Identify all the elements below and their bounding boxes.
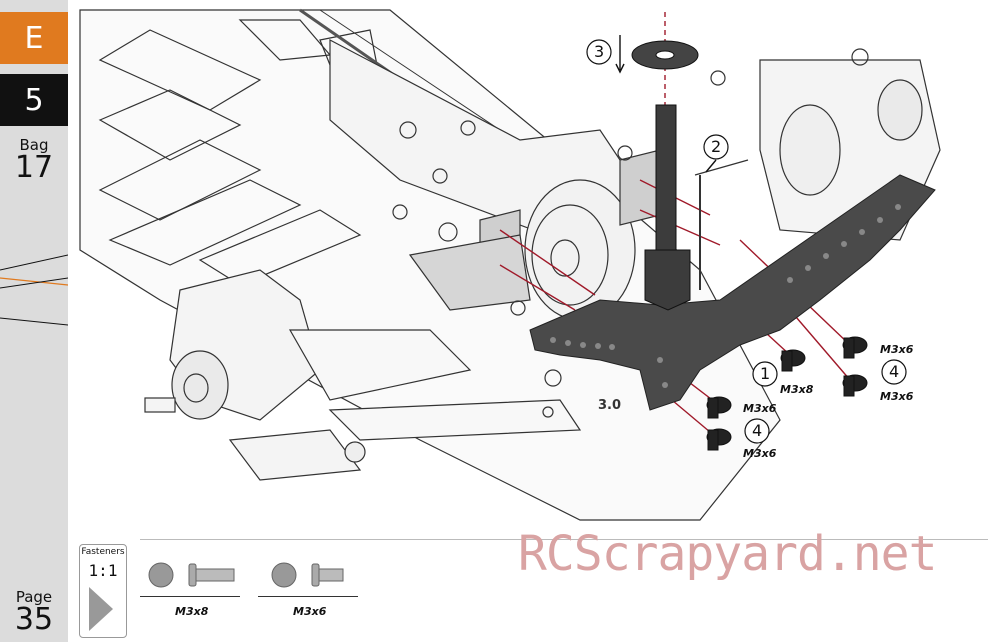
assembly-illustration [79,8,941,521]
m3x8-underline [140,596,240,597]
bag-number: 17 [14,150,54,185]
m3x6-underline [258,596,358,597]
fasteners-box: Fasteners 1:1 [79,544,127,638]
sidebar-decor-lines [0,254,68,326]
m3x8-screw-icon [148,562,235,588]
watermark: RCScrapyard.net [518,526,937,582]
fastener-tag-right-top: M3x6 [880,343,914,356]
fastener-tag-right-mid: M3x6 [880,390,914,403]
chassis-marking: 3.0 [598,398,622,413]
play-arrow-icon [89,587,113,631]
m3x6-screw-icon [271,562,344,588]
callout-1-number: 1 [760,364,771,383]
callout-3-number: 3 [594,42,605,61]
fasteners-scale: 1:1 [88,561,118,580]
footer-separator [140,539,988,540]
page-number: 35 [14,602,54,637]
bag-label: Bag [19,136,49,154]
section-letter: E [0,12,68,64]
fastener-tag-center: M3x8 [780,383,814,396]
sidebar: E 5 Bag 17 Page 35 [0,0,68,642]
callout-2-number: 2 [711,137,722,156]
step-number: 5 [0,74,68,126]
legend-m3x8-label: M3x8 [175,605,209,618]
callout-4b-number: 4 [752,421,763,440]
callout-4a-number: 4 [889,362,900,381]
fasteners-title: Fasteners [81,547,125,557]
page-label: Page [15,588,53,606]
fastener-tag-lower-bottom: M3x6 [743,447,777,460]
legend-m3x6-label: M3x6 [293,605,327,618]
fastener-tag-lower-top: M3x6 [743,402,777,415]
